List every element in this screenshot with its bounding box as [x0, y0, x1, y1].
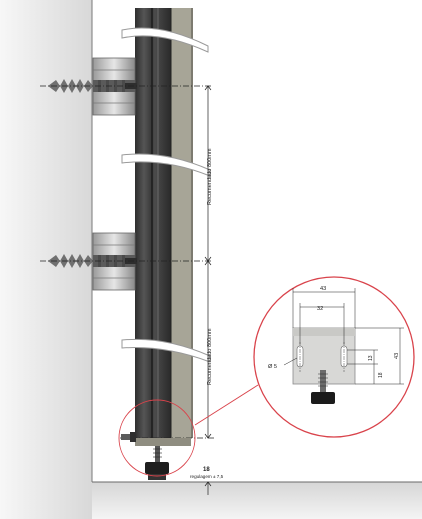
detail-dimension-slot: 13 [368, 355, 374, 361]
dimension-label-upper: Recomendado 800mm [207, 148, 213, 205]
aluminium-post [135, 8, 193, 438]
floor [92, 481, 422, 519]
detail-dimension-lines [283, 288, 404, 385]
detail-dimension-lower: 18 [378, 372, 384, 378]
bottom-dimension-note: regulagem ± 7,5 [190, 474, 224, 479]
detail-dimension-outer-width: 43 [320, 286, 326, 292]
bottom-screw [121, 432, 136, 442]
post-base [135, 438, 191, 480]
dimension-label-lower: Recomendado 800mm [207, 328, 213, 385]
detail-dimension-inner-width: 32 [317, 306, 323, 312]
break-marks [121, 27, 211, 363]
bottom-dimension-value: 18 [203, 467, 210, 473]
detail-callout [118, 384, 259, 477]
detail-magnifier [253, 276, 415, 438]
detail-dimension-height: 43 [394, 353, 400, 359]
detail-hole-diameter: Ø 5 [268, 364, 277, 370]
